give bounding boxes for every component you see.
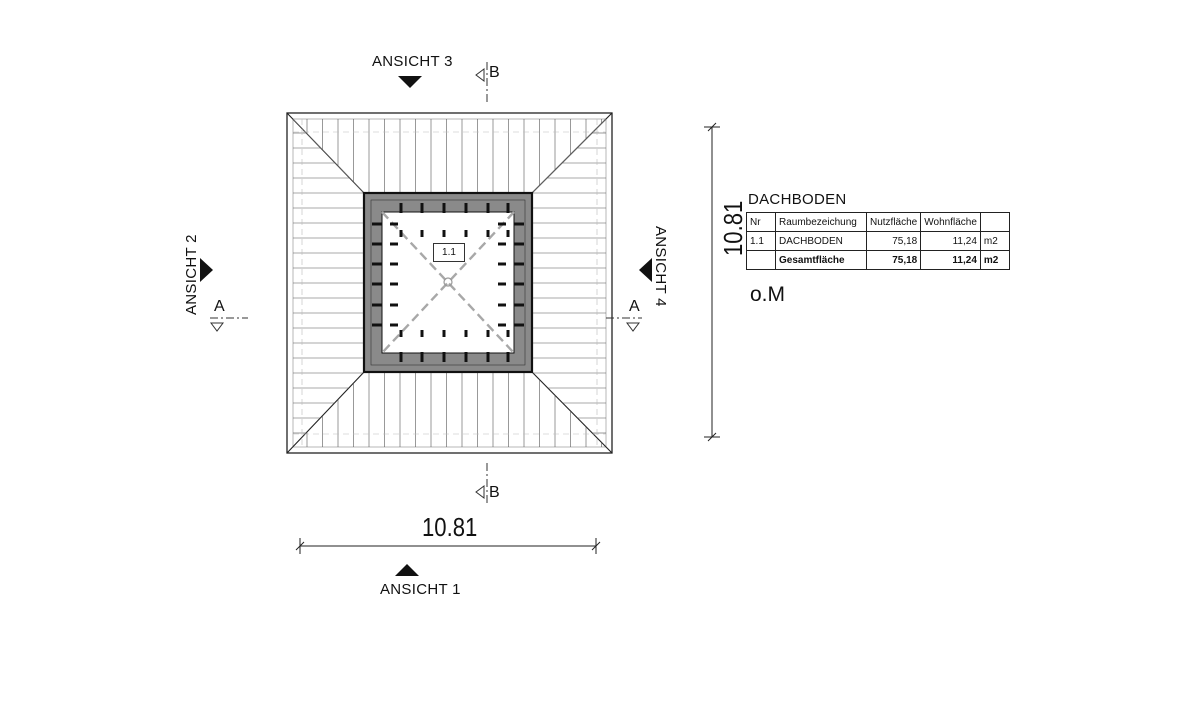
attic-rafter-mark xyxy=(442,352,446,362)
attic-rafter-mark xyxy=(498,303,506,307)
dimension-depth-label: 10.81 xyxy=(718,200,748,256)
attic-rafter-mark xyxy=(464,330,468,337)
attic-rafter-mark xyxy=(464,230,468,237)
attic-rafter-mark xyxy=(420,330,424,337)
hip-lines xyxy=(286,112,613,454)
row-nr: 1.1 xyxy=(746,231,776,251)
room-schedule-header-row: Nr Raumbezeichung Nutzfläche Wohnfläche xyxy=(746,212,1010,232)
header-wohnflaeche: Wohnfläche xyxy=(920,212,981,232)
attic-rafter-mark xyxy=(372,303,382,307)
attic-rafter-mark xyxy=(420,230,424,237)
total-nr xyxy=(746,250,776,270)
section-line-a xyxy=(210,317,642,332)
attic-rafter-mark xyxy=(420,352,424,362)
roof-rafter-lines xyxy=(293,119,606,447)
roof-reference-lines xyxy=(293,119,606,447)
attic-rafter-mark xyxy=(498,222,506,226)
attic-rafter-mark xyxy=(464,352,468,362)
attic-rafter-mark xyxy=(390,323,398,327)
room-schedule-table: Nr Raumbezeichung Nutzfläche Wohnfläche … xyxy=(746,212,1010,270)
attic-rafter-mark xyxy=(514,282,524,286)
attic-rafter-mark xyxy=(486,352,490,362)
view-2-marker xyxy=(200,258,213,282)
attic-rafter-mark xyxy=(372,323,382,327)
dimension-line-depth xyxy=(704,122,720,442)
attic-rafter-mark xyxy=(390,222,398,226)
attic-rafter-mark xyxy=(464,203,468,213)
row-name: DACHBODEN xyxy=(775,231,867,251)
attic-rafter-mark xyxy=(514,303,524,307)
total-wohnflaeche: 11,24 xyxy=(920,250,981,270)
attic-rafter-mark xyxy=(486,330,490,337)
section-b-bottom-label: B xyxy=(489,484,500,501)
attic-rafter-mark xyxy=(506,230,510,237)
attic-diagonals xyxy=(381,211,515,354)
attic-rafter-mark xyxy=(506,203,510,213)
attic-rafter-mark xyxy=(420,203,424,213)
attic-rafter-mark xyxy=(498,323,506,327)
view-1-marker xyxy=(395,564,419,576)
attic-rafter-mark xyxy=(399,352,403,362)
attic-rafter-marks xyxy=(372,203,524,362)
table-total-row: Gesamtfläche 75,18 11,24 m2 xyxy=(746,250,1010,270)
room-tag: 1.1 xyxy=(433,243,465,262)
attic-rafter-mark xyxy=(514,222,524,226)
attic-rafter-mark xyxy=(390,282,398,286)
attic-rafter-mark xyxy=(390,242,398,246)
header-name: Raumbezeichung xyxy=(775,212,867,232)
level-label: o.M xyxy=(750,283,786,306)
attic-rafter-mark xyxy=(372,222,382,226)
table-row: 1.1 DACHBODEN 75,18 11,24 m2 xyxy=(746,231,1010,251)
view-2-label: ANSICHT 2 xyxy=(183,234,200,315)
total-nutzflaeche: 75,18 xyxy=(865,250,922,270)
row-unit: m2 xyxy=(979,231,1010,251)
section-b-top-label: B xyxy=(489,64,500,81)
dimension-width-label: 10.81 xyxy=(422,512,478,542)
attic-rafter-mark xyxy=(372,282,382,286)
header-nutzflaeche: Nutzfläche xyxy=(865,212,922,232)
attic-rafter-mark xyxy=(506,330,510,337)
attic-rafter-mark xyxy=(372,242,382,246)
attic-rafter-mark xyxy=(498,282,506,286)
total-unit: m2 xyxy=(979,250,1010,270)
attic-rafter-mark xyxy=(399,330,403,337)
attic-rafter-mark xyxy=(442,330,446,337)
view-3-label: ANSICHT 3 xyxy=(372,53,453,70)
attic-rafter-mark xyxy=(442,203,446,213)
attic-rafter-mark xyxy=(506,352,510,362)
attic-rafter-mark xyxy=(498,262,506,266)
attic-center-mark xyxy=(443,277,453,287)
view-1-label: ANSICHT 1 xyxy=(380,581,461,598)
attic-rafter-mark xyxy=(442,230,446,237)
row-wohnflaeche: 11,24 xyxy=(920,231,981,251)
attic-wall-inner-line xyxy=(370,199,526,366)
attic-rafter-mark xyxy=(514,262,524,266)
attic-rafter-mark xyxy=(390,303,398,307)
room-schedule-title: DACHBODEN xyxy=(748,191,847,208)
attic-rafter-mark xyxy=(514,242,524,246)
total-name: Gesamtfläche xyxy=(775,250,867,270)
attic-rafter-mark xyxy=(372,262,382,266)
attic-rafter-mark xyxy=(514,323,524,327)
header-nr: Nr xyxy=(746,212,776,232)
attic-rafter-mark xyxy=(390,262,398,266)
section-line-b xyxy=(475,62,488,505)
dimension-line-width xyxy=(295,538,601,554)
attic-rafter-mark xyxy=(399,203,403,213)
attic-rafter-mark xyxy=(498,242,506,246)
view-3-marker xyxy=(398,76,422,88)
row-nutzflaeche: 75,18 xyxy=(865,231,922,251)
attic-rafter-mark xyxy=(486,230,490,237)
view-4-marker xyxy=(639,258,652,282)
section-a-left-label: A xyxy=(214,298,225,315)
attic-rafter-mark xyxy=(399,230,403,237)
view-4-label: ANSICHT 4 xyxy=(652,226,669,307)
header-unit xyxy=(979,212,1010,232)
attic-rafter-mark xyxy=(486,203,490,213)
section-a-right-label: A xyxy=(629,298,640,315)
roof-outline xyxy=(286,112,613,454)
